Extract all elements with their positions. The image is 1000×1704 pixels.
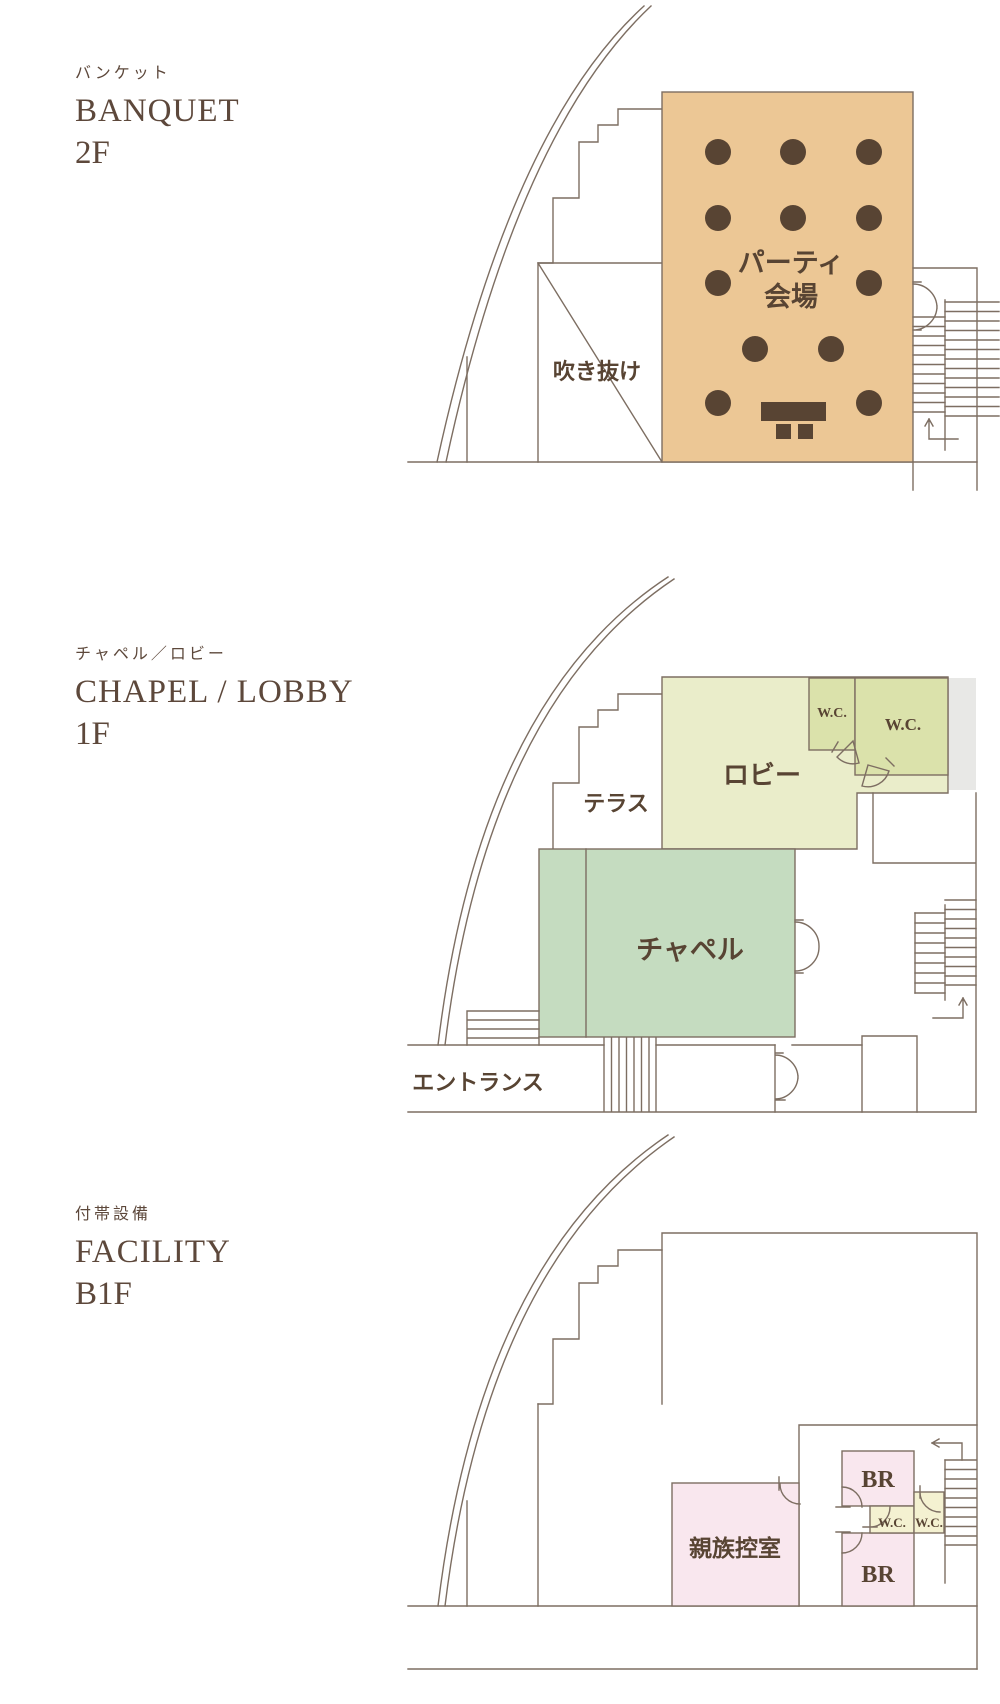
title-block-b1f: 付帯設備 FACILITY B1F (75, 1200, 231, 1311)
gray-block (949, 678, 976, 790)
up-arrow (932, 997, 968, 1019)
atrium-label: 吹き抜け (553, 359, 641, 384)
stepped-wall (552, 693, 663, 849)
family-room-door (778, 1476, 801, 1505)
round-table (780, 139, 806, 165)
title-block-1f: チャペル／ロビー CHAPEL / LOBBY 1F (75, 640, 354, 751)
atrium-area (466, 262, 663, 463)
wc-label-left: W.C. (817, 706, 847, 721)
family-waiting-room (671, 1482, 800, 1607)
stair-treads (912, 301, 1000, 417)
wc-room-left (808, 677, 856, 751)
chapel-doors (794, 919, 820, 974)
round-table (856, 205, 882, 231)
left-walls (466, 1403, 539, 1607)
floor-name-ja: チャペル／ロビー (75, 646, 227, 663)
stair-treads (914, 899, 977, 994)
wall-notch (861, 1035, 918, 1113)
dining-tables (705, 139, 882, 439)
round-table (780, 205, 806, 231)
round-table (705, 390, 731, 416)
round-table (856, 270, 882, 296)
br-label-top: BR (861, 1467, 895, 1493)
chapel-label: チャペル (636, 935, 744, 965)
stair-lobby-box (872, 792, 977, 1113)
family-room-label: 親族控室 (689, 1535, 781, 1561)
stair-treads (944, 1459, 977, 1546)
round-table (705, 205, 731, 231)
party-room-label: 会場 (764, 282, 818, 312)
round-table (856, 390, 882, 416)
floor-name-ja: バンケット (75, 65, 171, 82)
floor-plan-2f: パーティ 会場 吹き抜け (407, 5, 1000, 491)
floor-plan-1f: ロビー テラス チャペル エントランス W.C. W.C. (407, 576, 977, 1113)
round-table (705, 139, 731, 165)
down-arrow (931, 1438, 963, 1461)
stepped-wall (537, 1249, 663, 1405)
floor-level: 2F (75, 135, 110, 171)
round-table (742, 336, 768, 362)
entrance-door (774, 1044, 799, 1113)
double-door (912, 281, 938, 331)
outer-box (661, 1232, 978, 1670)
floor-level: B1F (75, 1276, 132, 1312)
wc-label-left: W.C. (878, 1515, 906, 1530)
entrance-steps (603, 1037, 657, 1112)
room-doors (835, 1485, 941, 1554)
terrace-label: テラス (583, 791, 649, 816)
round-table (856, 139, 882, 165)
bride-room-top (841, 1450, 915, 1507)
floor-level: 1F (75, 716, 110, 752)
outline-arc (437, 576, 675, 1046)
side-steps (466, 1010, 540, 1046)
party-room-label: パーティ (738, 248, 844, 278)
bride-room-bottom (841, 1532, 915, 1607)
floor-name-ja: 付帯設備 (75, 1206, 152, 1223)
head-table (761, 402, 826, 421)
title-block-2f: バンケット BANQUET 2F (75, 59, 240, 170)
round-table (705, 270, 731, 296)
chapel-room (538, 848, 796, 1038)
wc-room-right (854, 677, 949, 776)
stepped-wall (537, 108, 663, 264)
wc-door-swings (831, 739, 895, 788)
floor-name-en: CHAPEL / LOBBY (75, 674, 354, 710)
stairwell (912, 267, 978, 491)
floor-plan-b1f: 親族控室 BR BR W.C. W.C. (407, 1134, 978, 1670)
wc-label-right: W.C. (885, 715, 921, 734)
entrance-label: エントランス (412, 1070, 544, 1095)
br-label-bottom: BR (861, 1562, 895, 1588)
head-table-seat (798, 424, 813, 439)
head-table-seat (776, 424, 791, 439)
up-arrow (924, 418, 959, 440)
floor-name-en: BANQUET (75, 93, 240, 129)
outline-arc (437, 1134, 675, 1607)
lobby-label: ロビー (723, 761, 801, 790)
wc-label-right: W.C. (915, 1515, 943, 1530)
floor-name-en: FACILITY (75, 1234, 231, 1270)
round-table (818, 336, 844, 362)
wc-room-left (869, 1505, 915, 1534)
